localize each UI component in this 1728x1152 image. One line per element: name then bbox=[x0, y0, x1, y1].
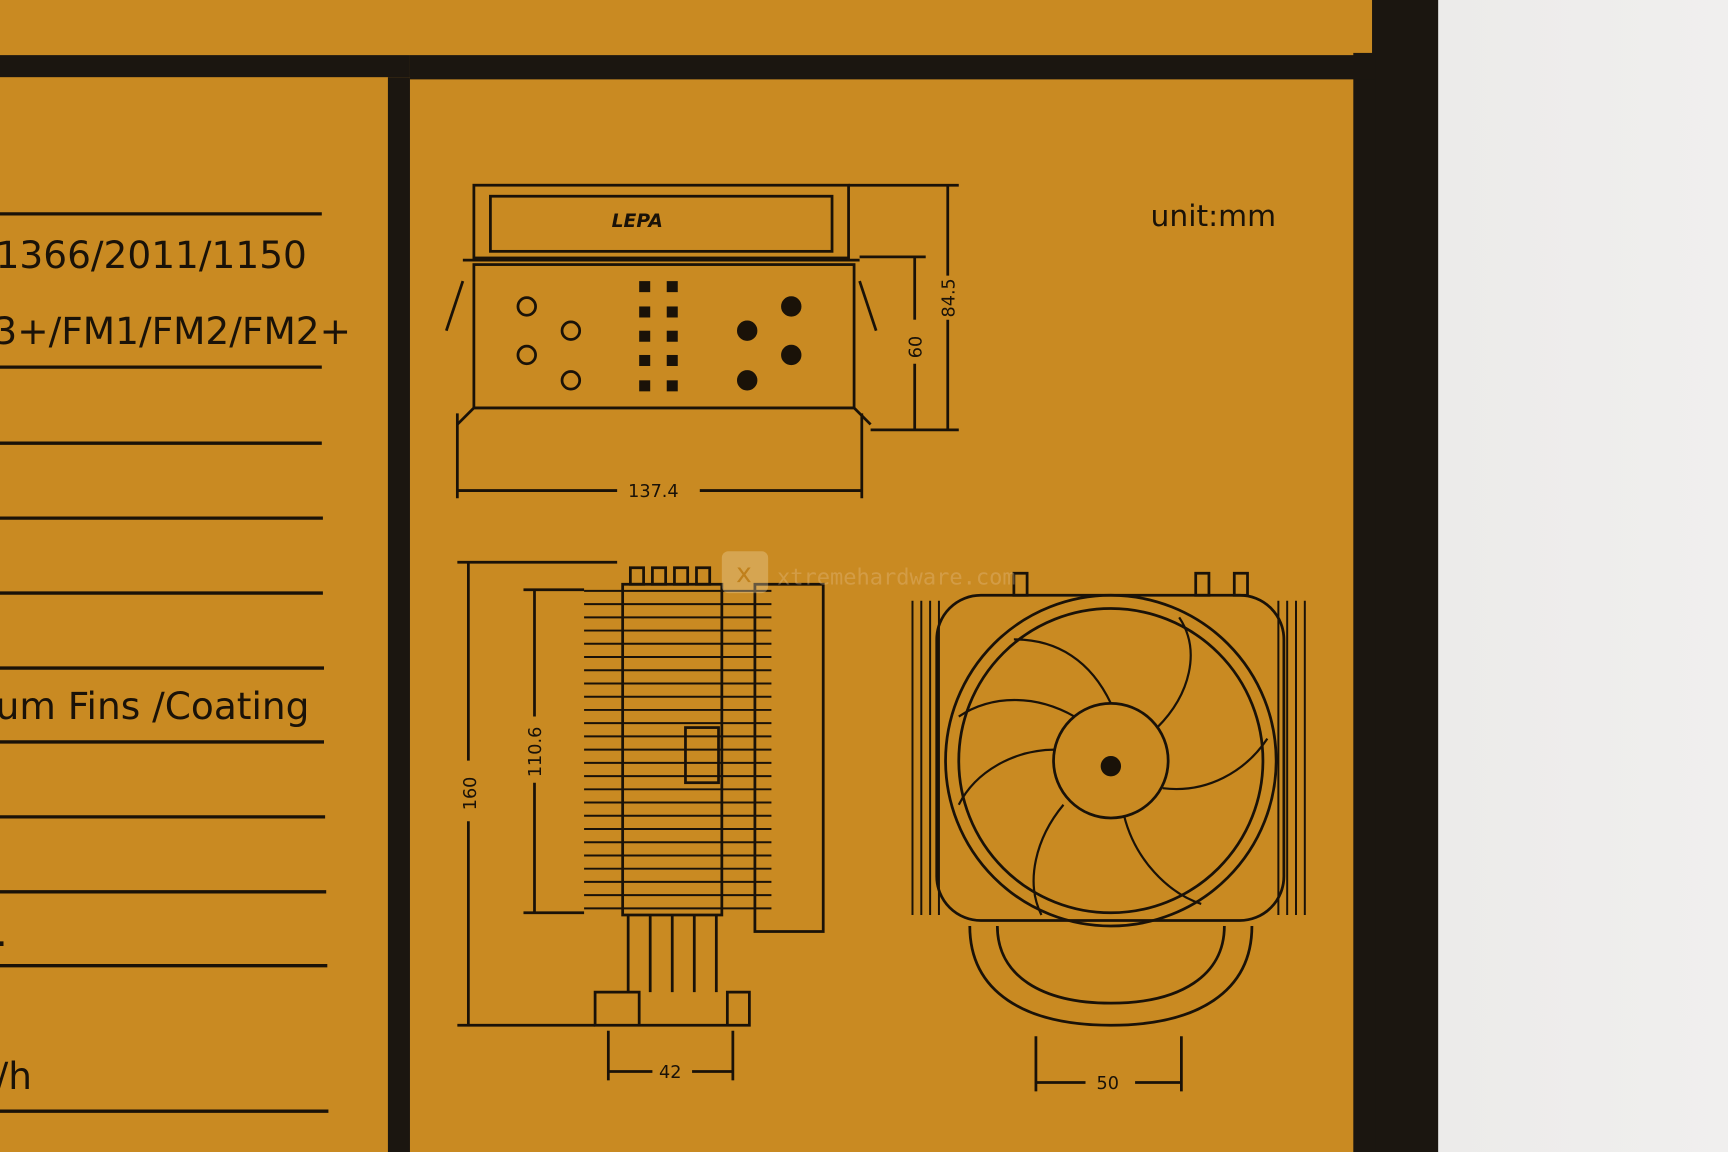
dim-base-42: 42 bbox=[659, 1063, 681, 1083]
svg-text:x: x bbox=[736, 558, 752, 589]
panel-divider bbox=[387, 77, 410, 1152]
box-edge bbox=[1372, 0, 1439, 1152]
watermark: x xtremehardware.com bbox=[721, 551, 1016, 594]
dim-width-137: 137.4 bbox=[628, 482, 678, 502]
dim-height-84: 84.5 bbox=[939, 278, 959, 317]
spec-material: um Fins /Coating bbox=[0, 684, 309, 728]
spec-table bbox=[0, 212, 329, 1113]
dim-height-110: 110.6 bbox=[526, 727, 546, 777]
unit-label: unit:mm bbox=[1151, 199, 1277, 234]
spec-socket-amd: 3+/FM1/FM2/FM2+ bbox=[0, 309, 351, 353]
side-view-drawing bbox=[457, 560, 825, 1081]
dim-height-60: 60 bbox=[906, 336, 926, 358]
spec-socket-intel: 1366/2011/1150 bbox=[0, 233, 307, 277]
spec-row-8: . bbox=[0, 911, 8, 955]
top-view-drawing bbox=[445, 183, 959, 499]
front-view-drawing bbox=[911, 571, 1306, 1092]
top-view-logo: LEPA bbox=[612, 211, 663, 232]
spec-airflow: /h bbox=[0, 1054, 32, 1098]
watermark-text: xtremehardware.com bbox=[777, 565, 1016, 590]
dim-height-160: 160 bbox=[461, 777, 481, 811]
dim-base-50: 50 bbox=[1097, 1074, 1119, 1094]
